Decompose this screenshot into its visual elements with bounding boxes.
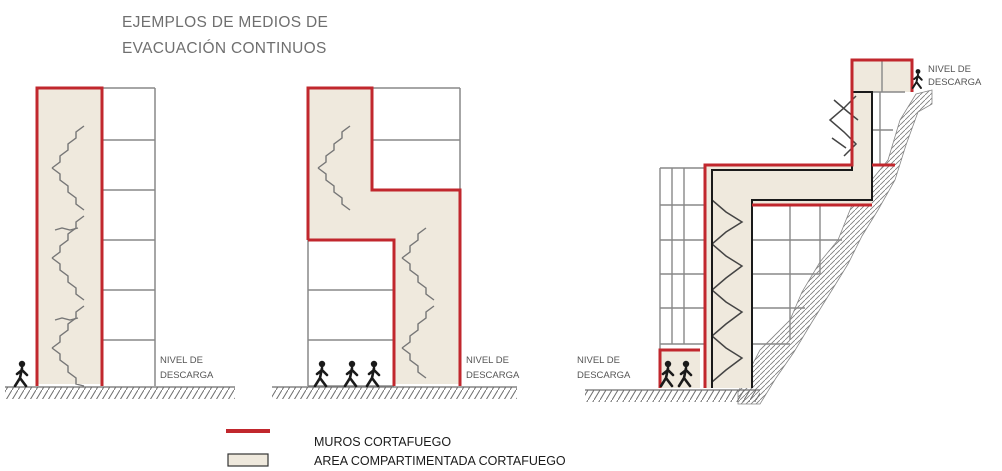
building-outline — [711, 91, 873, 388]
person-icon — [313, 359, 329, 388]
title-line-2: EVACUACIÓN CONTINUOS — [122, 40, 327, 57]
stairs — [51, 125, 85, 387]
legend: MUROS CORTAFUEGO AREA COMPARTIMENTADA CO… — [226, 429, 566, 468]
nivel-label: NIVEL DE — [160, 355, 203, 366]
ground — [272, 387, 517, 399]
nivel-label: NIVEL DE — [577, 355, 620, 366]
compartment-area — [37, 88, 102, 384]
legend-compartment-text: AREA COMPARTIMENTADA CORTAFUEGO — [314, 454, 566, 468]
descarga-label: DESCARGA — [160, 370, 214, 381]
legend-beige-box — [227, 453, 269, 467]
building-3: NIVEL DE DESCARGA NIVEL DE DESCARGA — [577, 58, 982, 405]
descarga-label: DESCARGA — [577, 370, 631, 381]
nivel-label: NIVEL DE — [466, 355, 509, 366]
ground — [585, 390, 760, 402]
title-line-1: EJEMPLOS DE MEDIOS DE — [122, 14, 329, 31]
legend-firewall-text: MUROS CORTAFUEGO — [314, 435, 451, 449]
person-icon — [911, 68, 923, 89]
descarga-label: DESCARGA — [466, 370, 520, 381]
descarga-label: DESCARGA — [928, 77, 982, 88]
nivel-label: NIVEL DE — [928, 64, 971, 75]
firewall-outline — [35, 86, 104, 386]
firewall-outline — [306, 86, 462, 386]
firewall-outline — [703, 58, 914, 388]
person-icon — [13, 359, 29, 388]
ground — [5, 387, 235, 399]
person-icon — [365, 359, 381, 388]
diagram-title: EJEMPLOS DE MEDIOS DE EVACUACIÓN CONTINU… — [122, 10, 328, 62]
person-icon — [343, 359, 359, 388]
building-2: NIVEL DE DESCARGA — [272, 86, 520, 399]
building-1: NIVEL DE DESCARGA — [5, 86, 235, 399]
stairs — [317, 125, 435, 379]
compartment-area — [705, 60, 912, 388]
hillside — [737, 89, 933, 405]
compartment-area — [308, 88, 460, 384]
